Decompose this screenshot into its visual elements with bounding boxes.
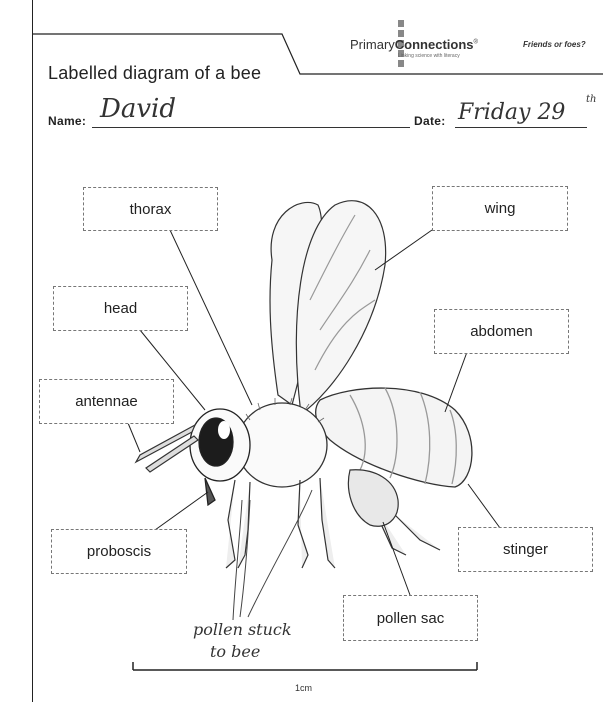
label-abdomen: abdomen [434, 309, 569, 354]
page-title: Labelled diagram of a bee [48, 63, 261, 84]
legs-shape [226, 478, 440, 568]
unit-name: Friends or foes? [523, 40, 586, 49]
name-label: Name: [48, 114, 86, 128]
label-proboscis: proboscis [51, 529, 187, 574]
scale-label: 1cm [295, 683, 312, 693]
date-underline [455, 127, 587, 128]
annotation-line-1: pollen stuck [193, 620, 292, 639]
label-head: head [53, 286, 188, 331]
date-label: Date: [414, 114, 446, 128]
brand-tagline: Linking science with literacy [398, 53, 460, 59]
scale-bar [133, 662, 477, 670]
antennae-shape [136, 425, 198, 472]
name-value: David [100, 94, 176, 124]
label-pollen-sac: pollen sac [343, 595, 478, 641]
label-stinger: stinger [458, 527, 593, 572]
date-value: Friday 29 [458, 100, 565, 125]
pollen-sac-shape [348, 470, 398, 526]
name-underline [92, 127, 410, 128]
annotation-line-2: to bee [210, 642, 260, 661]
wing-shapes [270, 201, 386, 415]
label-antennae: antennae [39, 379, 174, 424]
date-suffix: th [586, 94, 596, 105]
label-thorax: thorax [83, 187, 218, 231]
head-shape [190, 409, 250, 505]
label-wing: wing [432, 186, 568, 231]
brand-logo: PrimaryConnections® [350, 37, 478, 52]
